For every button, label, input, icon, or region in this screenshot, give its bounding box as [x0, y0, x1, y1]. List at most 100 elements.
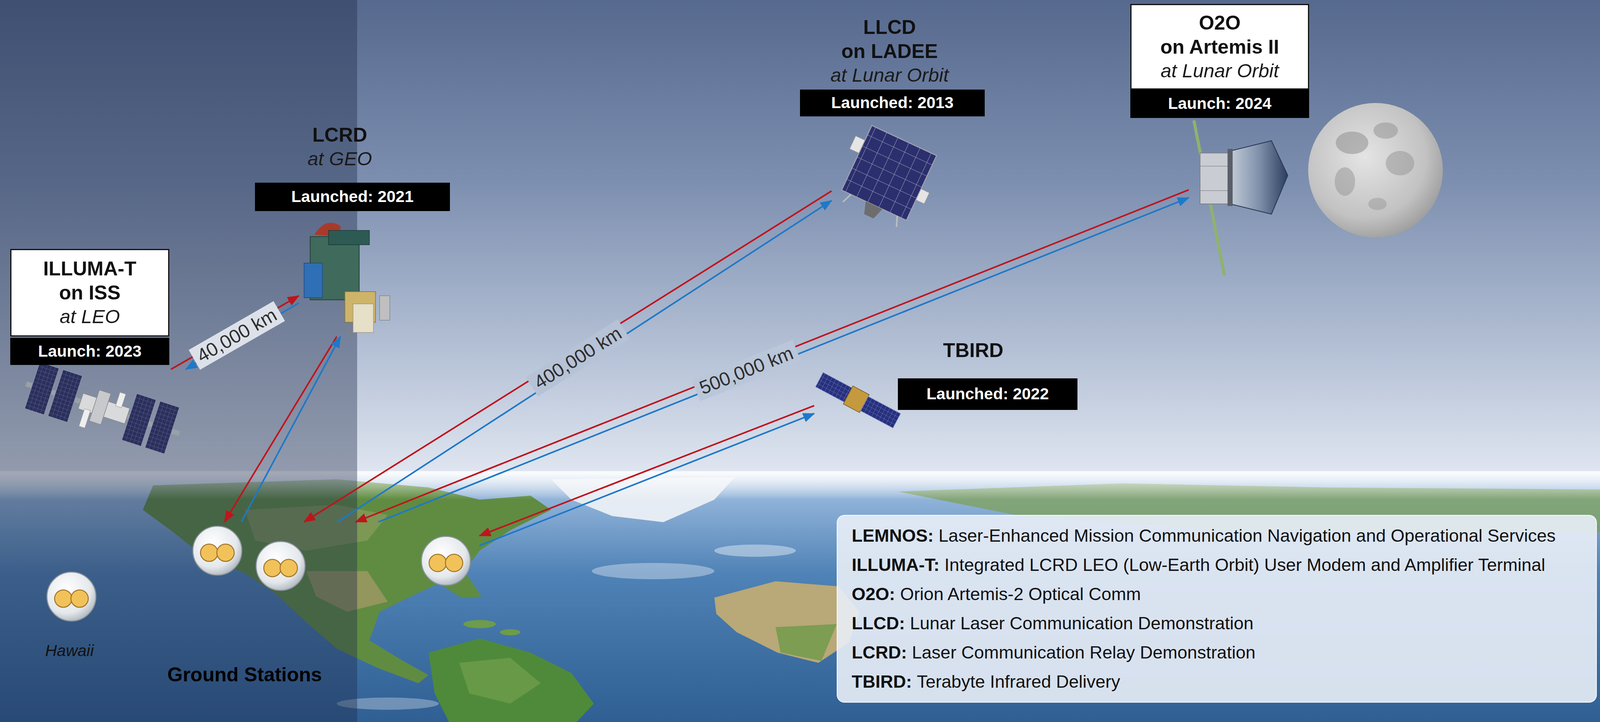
ground-station-dome — [71, 590, 89, 608]
acronym: TBIRD: — [851, 671, 912, 692]
earth-map — [428, 638, 594, 722]
ground-station-dome — [256, 541, 306, 591]
ground-station-dome — [54, 590, 72, 608]
label-box: ILLUMA-Ton ISSat LEO — [10, 249, 170, 337]
earth-map — [714, 544, 797, 557]
acronym-panel: LEMNOS:Laser-Enhanced Mission Communicat… — [836, 515, 1597, 703]
tbird-illustration — [860, 396, 901, 429]
acronym-definition: Integrated LCRD LEO (Low-Earth Orbit) Us… — [944, 554, 1546, 576]
tbird-illustration — [814, 370, 902, 430]
moon — [1335, 131, 1369, 154]
acronym: LLCD: — [851, 613, 905, 634]
ground-station-dome — [46, 572, 96, 622]
acronym-row: O2O:Orion Artemis-2 Optical Comm — [851, 579, 1582, 609]
moon — [1373, 122, 1398, 139]
launch-band: Launched: 2022 — [897, 378, 1078, 411]
ladee-illustration — [860, 201, 883, 221]
ground-station-dome — [263, 559, 282, 578]
ladee-illustration — [892, 215, 901, 227]
moon — [1368, 197, 1387, 210]
earth-map — [459, 657, 541, 704]
ladee-illustration — [849, 135, 866, 154]
orion-illustration — [1200, 166, 1231, 167]
downlink-arrow — [355, 189, 1189, 523]
label-group: TBIRD — [914, 338, 1033, 363]
lcrd-illustration — [303, 263, 323, 298]
node-heading: on LADEE — [841, 39, 938, 64]
acronym-row: LEMNOS:Laser-Enhanced Mission Communicat… — [851, 521, 1582, 551]
iss-satellite: ILLUMA-Ton ISSat LEOLaunch: 2023 — [18, 369, 189, 449]
lcrd-illustration — [303, 222, 390, 337]
label-group: LLCDon LADEEat Lunar Orbit — [790, 15, 989, 88]
orbit-note: at GEO — [307, 147, 372, 171]
iss-illustration — [144, 400, 180, 454]
lcrd-illustration — [328, 230, 370, 245]
ground-station-dome — [429, 554, 447, 572]
ground-station-dome — [216, 544, 235, 562]
launch-badge: Launched: 2022 — [926, 384, 1050, 404]
ground-station-dome — [445, 554, 463, 572]
node-heading: LLCD — [863, 15, 916, 40]
label-box: O2Oon Artemis IIat Lunar Orbit — [1130, 3, 1310, 90]
acronym-row: LLCD:Lunar Laser Communication Demonstra… — [851, 608, 1582, 639]
label-group: LCRDat GEO — [280, 123, 400, 171]
launch-badge: Launch: 2023 — [37, 341, 142, 362]
acronym-definition: Terabyte Infrared Delivery — [916, 671, 1121, 692]
ground-station-dome — [421, 536, 471, 586]
ground-station-dome — [192, 526, 242, 576]
launch-badge: Launched: 2013 — [831, 93, 954, 113]
downlink-arrow — [303, 191, 832, 523]
earth-map — [592, 563, 715, 580]
launch-badge: Launched: 2021 — [291, 187, 414, 207]
acronym: LCRD: — [851, 642, 907, 663]
iss-illustration — [78, 408, 91, 429]
iss-illustration — [18, 360, 188, 457]
launch-band: Launched: 2021 — [254, 182, 450, 212]
ground-station-dome — [280, 559, 298, 578]
orion-illustration — [1193, 120, 1288, 276]
node-heading: TBIRD — [943, 338, 1004, 363]
acronym-definition: Laser-Enhanced Mission Communication Nav… — [938, 525, 1556, 546]
iss-illustration — [89, 389, 111, 425]
launch-band: Launch: 2024 — [1130, 89, 1310, 119]
moon — [1308, 103, 1443, 238]
orbit-note: at LEO — [59, 305, 120, 329]
acronym-definition: Orion Artemis-2 Optical Comm — [900, 584, 1141, 605]
acronym: O2O: — [851, 584, 896, 605]
uplink-arrow — [479, 413, 815, 546]
ground-station-dome — [46, 572, 96, 622]
acronym-row: TBIRD:Terabyte Infrared Delivery — [851, 667, 1582, 697]
downlink-arrow — [224, 336, 337, 523]
lcrd-illustration — [346, 324, 351, 337]
orion-spacecraft: O2Oon Artemis IIat Lunar OrbitLaunch: 20… — [1188, 137, 1291, 217]
ladee-satellite: LLCDon LADEEat Lunar OrbitLaunched: 2013 — [831, 122, 944, 225]
uplink-arrow — [378, 197, 1189, 523]
node-heading: on Artemis II — [1160, 35, 1280, 60]
downlink-arrow — [479, 405, 815, 536]
acronym: ILLUMA-T: — [851, 554, 940, 576]
label-group: Ground Stations — [167, 663, 323, 687]
ground-station-dome — [192, 526, 242, 576]
ground-stations: Ground Stations — [40, 522, 480, 689]
ladee-illustration — [843, 192, 851, 204]
orion-illustration — [1227, 148, 1233, 207]
orbit-note: at Lunar Orbit — [1160, 59, 1280, 83]
moon — [1385, 151, 1415, 176]
node-heading: ILLUMA-T — [43, 256, 137, 282]
acronym-row: LCRD:Laser Communication Relay Demonstra… — [851, 638, 1582, 668]
node-heading: O2O — [1199, 11, 1241, 36]
ground-station-dome — [421, 536, 471, 586]
uplink-arrow — [337, 200, 832, 523]
ground-station-dome — [200, 544, 218, 562]
launch-badge: Launch: 2024 — [1167, 93, 1272, 114]
ladee-illustration — [916, 189, 930, 205]
orion-illustration — [1200, 190, 1231, 192]
launch-band: Launched: 2013 — [800, 89, 985, 117]
tbird-satellite: TBIRDLaunched: 2022 — [814, 365, 898, 434]
iss-illustration — [115, 392, 126, 408]
iss-illustration — [47, 369, 83, 423]
uplink-arrow — [241, 336, 341, 523]
orion-illustration — [1230, 140, 1288, 215]
acronym-definition: Lunar Laser Communication Demonstration — [910, 613, 1254, 634]
